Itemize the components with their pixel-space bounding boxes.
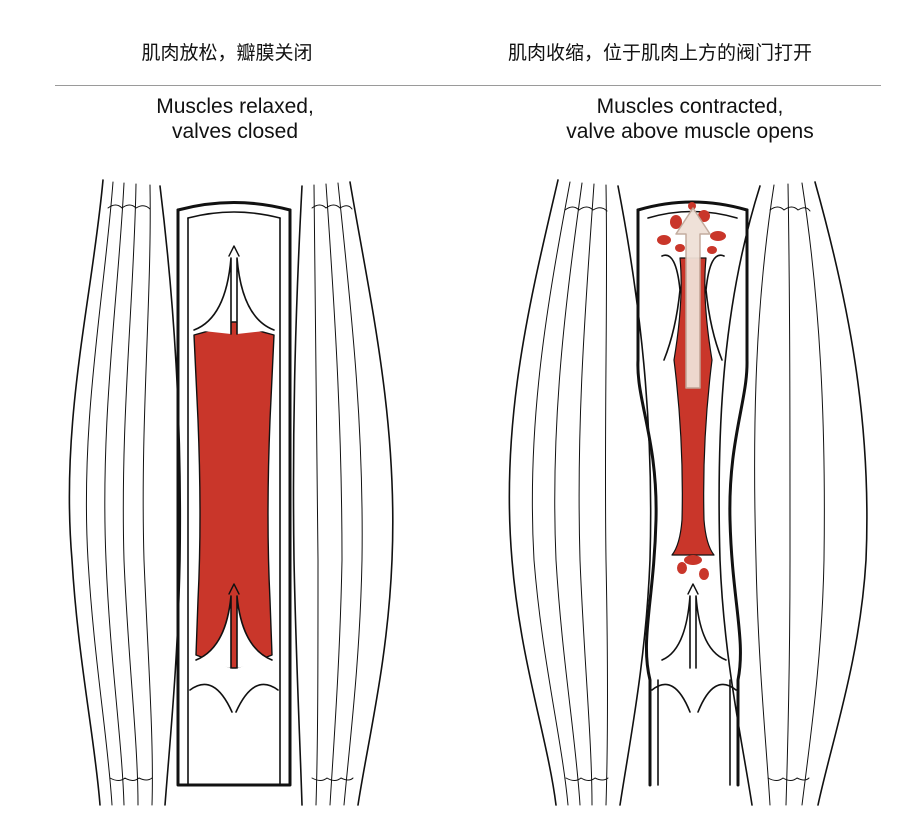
contracted-blood <box>671 257 715 556</box>
relaxed-title-zh: 肌肉放松，瓣膜关闭 <box>141 42 313 64</box>
flow-up-arrow-icon <box>675 207 711 389</box>
relaxed-title-en-line1: Muscles relaxed, <box>156 95 314 118</box>
contracted-blood-splash <box>657 202 726 254</box>
contracted-left-muscle <box>508 179 652 806</box>
contracted-panel <box>508 179 868 806</box>
relaxed-title-en-line2: valves closed <box>171 120 299 143</box>
relaxed-panel <box>68 179 394 806</box>
relaxed-title-en: Muscles relaxed, valves closed <box>115 94 355 144</box>
contracted-blood-drips <box>677 555 709 580</box>
contracted-title-en-line1: Muscles contracted, <box>596 95 784 118</box>
header-divider <box>55 85 881 86</box>
relaxed-right-muscle <box>292 181 394 806</box>
relaxed-vein <box>176 201 292 787</box>
contracted-right-muscle <box>718 181 868 806</box>
contracted-vein <box>636 200 749 787</box>
contracted-title-en: Muscles contracted, valve above muscle o… <box>520 94 860 144</box>
contracted-title-zh: 肌肉收缩，位于肌肉上方的阀门打开 <box>507 42 812 64</box>
relaxed-blood <box>193 321 275 669</box>
contracted-title-en-line2: valve above muscle opens <box>566 120 814 143</box>
relaxed-left-muscle <box>68 179 182 806</box>
